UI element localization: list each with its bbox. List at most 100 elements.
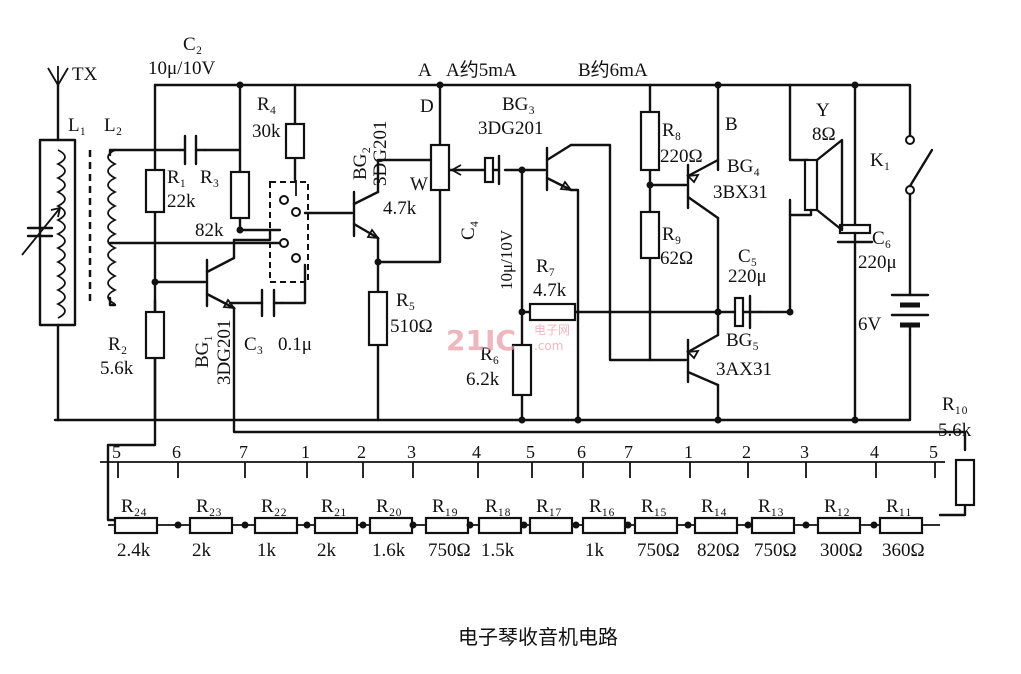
resistor-r8 [639, 110, 661, 172]
ladder-resistor-name-6: R₁₉ [432, 496, 458, 517]
c6-name: C₆ [872, 228, 891, 249]
coil-l1 [55, 149, 66, 319]
key-label-9: 6 [577, 442, 586, 462]
ladder-resistor-8 [528, 516, 574, 535]
r8-value: 220Ω [660, 146, 703, 167]
diagram-caption: 电子琴收音机电路 [458, 625, 618, 649]
coil-l1-label: L₁ [68, 115, 86, 136]
pot-wiper-arrow [451, 164, 470, 176]
resistor-r4 [284, 122, 306, 160]
ladder-resistor-value-14: 360Ω [882, 540, 925, 561]
potentiometer-w [429, 143, 451, 192]
antenna-label: TX [72, 64, 98, 85]
bg4-part: 3BX31 [713, 182, 768, 203]
ladder-resistor-name-13: R₁₂ [824, 496, 850, 517]
resistor-r6 [511, 343, 533, 397]
ladder-resistor-value-9: 1k [585, 540, 605, 561]
ladder-tap-9 [624, 521, 632, 529]
c3-value: 0.1μ [278, 334, 312, 355]
c4-value: 10μ/10V [497, 229, 516, 290]
r1-value: 22k [167, 191, 196, 212]
ladder-tap-1 [174, 521, 182, 529]
bg5-part: 3AX31 [716, 359, 772, 380]
watermark-logo: 21IC 电子网 .com [446, 323, 570, 357]
ladder-resistor-name-5: R₂₀ [376, 496, 402, 517]
ladder-tap-10 [684, 521, 692, 529]
key-label-13: 3 [800, 442, 809, 462]
resistor-r3 [229, 170, 251, 220]
svg-text:.com: .com [534, 339, 563, 353]
r8-name: R₈ [662, 120, 681, 141]
resistor-r5 [367, 290, 389, 347]
key-switch-block [269, 180, 309, 283]
bg1-name: BG₁ [192, 335, 213, 368]
r9-value: 62Ω [660, 248, 693, 269]
ladder-resistor-13 [816, 516, 862, 535]
ladder-resistor-value-4: 2k [317, 540, 337, 561]
ladder-resistor-2 [188, 516, 234, 535]
ladder-resistor-name-12: R₁₃ [758, 496, 784, 517]
ladder-resistor-5 [368, 516, 414, 535]
transistor-bg4 [686, 158, 720, 220]
junctions [151, 81, 859, 424]
antenna-icon [47, 66, 69, 86]
capacitor-c4 [483, 154, 501, 186]
ladder-resistor-name-1: R₂₄ [121, 496, 147, 517]
ladder-resistor-3 [253, 516, 299, 535]
bg1-part: 3DG201 [214, 320, 235, 385]
svg-text:电子网: 电子网 [534, 323, 570, 337]
ladder-resistor-value-12: 750Ω [754, 540, 797, 561]
ladder-resistor-value-1: 2.4k [117, 540, 151, 561]
r10-value: 5.6k [938, 420, 972, 441]
capacitor-c1 [178, 134, 207, 166]
ladder-resistor-name-3: R₂₂ [261, 496, 287, 517]
r9-name: R₉ [662, 224, 681, 245]
ladder-resistor-name-9: R₁₆ [589, 496, 615, 517]
ladder-tap-6 [466, 521, 474, 529]
battery-icon [890, 293, 930, 337]
switch-k1-icon [905, 135, 934, 202]
capacitor-c3 [256, 288, 284, 318]
ladder-resistor-14 [878, 516, 924, 535]
key-label-2: 6 [172, 442, 181, 462]
resistor-r1 [144, 168, 166, 214]
ladder-resistor-value-13: 300Ω [820, 540, 863, 561]
ladder-resistor-value-2: 2k [192, 540, 212, 561]
r2-value: 5.6k [100, 358, 134, 379]
coil-l2-label: L₂ [104, 115, 122, 136]
transistor-bg1 [205, 256, 236, 310]
ladder-resistor-value-5: 1.6k [372, 540, 406, 561]
r1-name: R₁ [167, 167, 186, 188]
ladder-resistor-name-4: R₂₁ [321, 496, 347, 517]
r6-name: R₆ [480, 344, 499, 365]
ladder-tap-4 [359, 521, 367, 529]
resistor-r9 [639, 210, 661, 260]
r4-value: 30k [252, 121, 281, 142]
node-a-label: A [418, 60, 432, 81]
labels: C₂ 10μ/10V A A约5mA B约6mA D B R₄ 30k R₁ 2… [100, 34, 972, 649]
c5-name: C₅ [738, 246, 757, 267]
c2-value: 10μ/10V [148, 58, 215, 79]
ladder-tap-12 [802, 521, 810, 529]
switch-name: K₁ [870, 150, 890, 171]
speaker-name: Y [816, 100, 830, 121]
ladder-tap-2 [241, 521, 249, 529]
c5-value: 220μ [728, 266, 767, 287]
ladder-tap-5 [409, 521, 417, 529]
ladder-resistor-name-11: R₁₄ [701, 496, 727, 517]
r5-name: R₅ [396, 290, 415, 311]
node-d-label: D [420, 96, 434, 117]
ladder-resistor-11 [693, 516, 739, 535]
r3-value: 82k [195, 220, 224, 241]
key-label-12: 2 [742, 442, 751, 462]
key-label-8: 5 [526, 442, 535, 462]
r10-name: R₁₀ [942, 394, 968, 415]
ladder-resistor-10 [633, 516, 679, 535]
speaker-icon [788, 138, 844, 232]
transistor-bg3 [545, 143, 573, 192]
resistor-r10 [954, 458, 976, 507]
ladder-tap-7 [520, 521, 528, 529]
bg5-name: BG₅ [726, 330, 759, 351]
bg2-part: 3DG201 [370, 121, 391, 186]
ladder-resistor-9 [581, 516, 627, 535]
